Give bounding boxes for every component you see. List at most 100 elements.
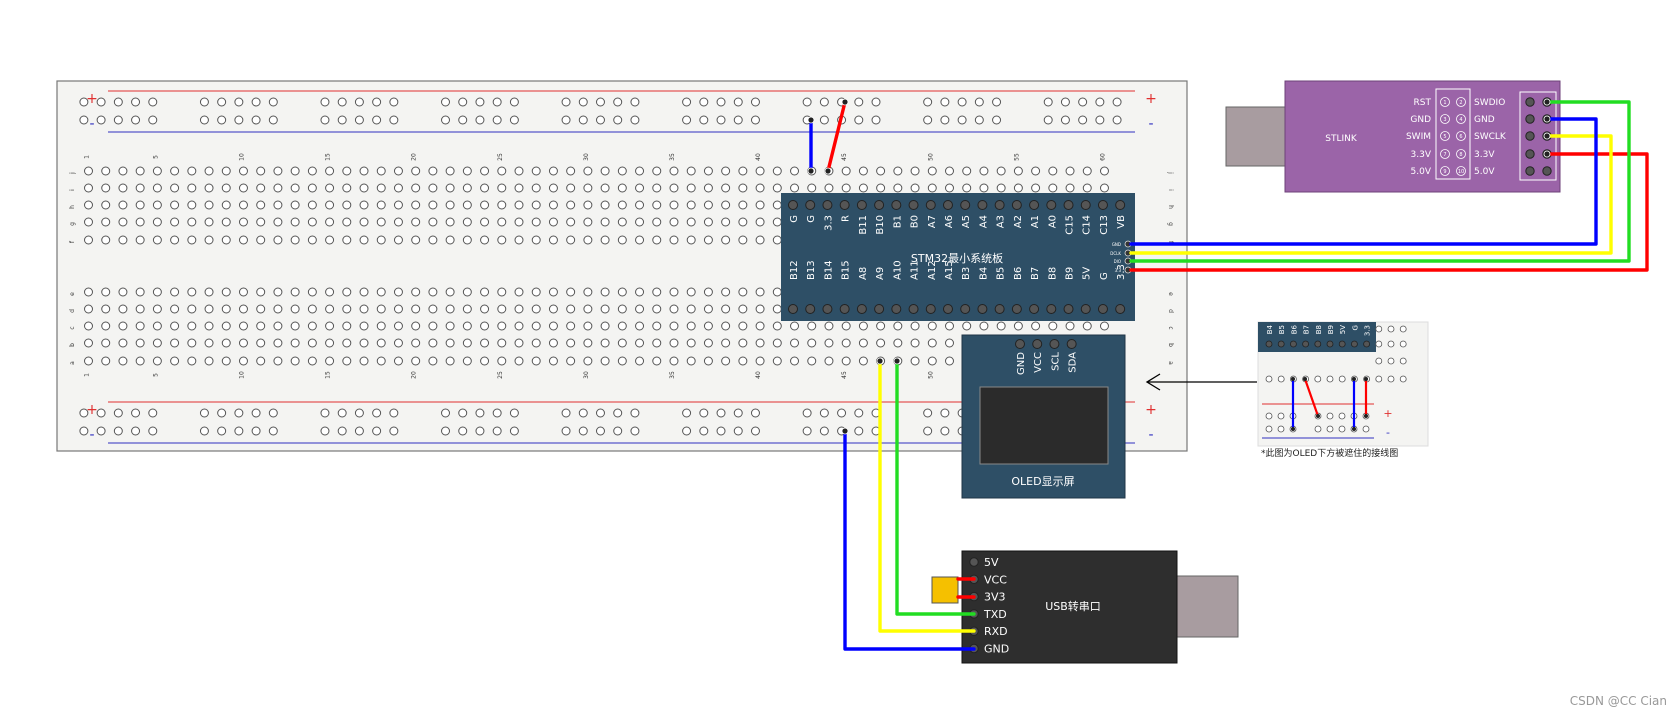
- rail-hole: [561, 97, 571, 107]
- breadboard-hole: [686, 183, 696, 193]
- breadboard-hole: [135, 217, 145, 227]
- breadboard-hole: [307, 166, 317, 176]
- rail-hole: [234, 426, 244, 436]
- breadboard-hole: [738, 200, 748, 210]
- rail-hole: [234, 97, 244, 107]
- rail-hole: [682, 426, 692, 436]
- breadboard-hole: [187, 183, 197, 193]
- stm32-bottom-pin-label: B6: [1013, 267, 1024, 280]
- stlink-module: STLINK RSTGNDSWIM3.3V5.0VSWDIOGNDSWCLK3.…: [1225, 80, 1561, 193]
- breadboard-hole: [170, 217, 180, 227]
- rail-hole: [337, 97, 347, 107]
- breadboard-hole: [669, 287, 679, 297]
- breadboard-hole: [204, 183, 214, 193]
- rail-hole: [148, 97, 158, 107]
- stm32-top-pin-label: A2: [1013, 215, 1024, 228]
- column-number-top: 25: [497, 153, 504, 161]
- breadboard-hole: [755, 235, 765, 245]
- breadboard-hole: [514, 235, 524, 245]
- stm32-bottom-pin: [908, 304, 919, 314]
- stlink-pin-number-marker: [1440, 114, 1450, 124]
- rail-hole: [199, 115, 209, 125]
- breadboard-hole: [531, 183, 541, 193]
- inset-pin-label: G: [1351, 325, 1359, 330]
- breadboard-hole: [428, 217, 438, 227]
- column-number-bottom: 35: [669, 371, 676, 379]
- breadboard-hole: [996, 321, 1006, 331]
- wire-txd-green: [895, 359, 976, 616]
- stlink-header-pin: [1525, 97, 1535, 107]
- rail-hole: [802, 97, 812, 107]
- breadboard-hole: [290, 166, 300, 176]
- stm32-top-pin: [1063, 200, 1074, 210]
- wire-gnd-blue: [843, 429, 976, 651]
- breadboard-hole: [462, 287, 472, 297]
- breadboard-hole: [652, 200, 662, 210]
- rail-hole: [389, 408, 399, 418]
- stm32-top-pin: [908, 200, 919, 210]
- breadboard-hole: [135, 321, 145, 331]
- breadboard-hole: [84, 287, 93, 297]
- breadboard-hole: [583, 338, 593, 348]
- breadboard-hole: [566, 200, 576, 210]
- inset-arrow: [1145, 373, 1257, 391]
- breadboard-hole: [600, 200, 610, 210]
- stm32-bottom-pin-label: B5: [996, 267, 1007, 280]
- breadboard-hole: [428, 321, 438, 331]
- rail-hole: [630, 97, 640, 107]
- inset-pin-label: B9: [1327, 325, 1335, 334]
- breadboard-hole: [669, 200, 679, 210]
- rail-hole: [268, 97, 278, 107]
- breadboard-hole: [548, 217, 558, 227]
- rail-hole: [940, 408, 950, 418]
- inset-hole: [1375, 375, 1383, 383]
- breadboard-hole: [566, 356, 576, 366]
- breadboard-hole: [531, 200, 541, 210]
- rail-hole: [234, 408, 244, 418]
- breadboard-hole: [359, 338, 369, 348]
- breadboard-hole: [635, 287, 645, 297]
- stm32-top-pin-label: B10: [875, 215, 886, 235]
- rail-hole: [923, 97, 933, 107]
- breadboard-hole: [910, 321, 920, 331]
- breadboard-hole: [669, 304, 679, 314]
- breadboard-hole: [721, 338, 731, 348]
- inset-hole: [1399, 325, 1407, 333]
- breadboard-hole: [531, 287, 541, 297]
- stm32-bottom-pin: [1029, 304, 1040, 314]
- breadboard-hole: [703, 287, 713, 297]
- rail-hole: [699, 408, 709, 418]
- breadboard-hole: [411, 235, 421, 245]
- breadboard-hole: [945, 183, 954, 193]
- rail-hole: [458, 426, 468, 436]
- inset-pin-label: B8: [1315, 325, 1323, 334]
- breadboard-hole: [325, 287, 335, 297]
- breadboard-hole: [772, 217, 782, 227]
- breadboard-hole: [583, 217, 593, 227]
- breadboard-hole: [1048, 183, 1058, 193]
- usb-serial-pin: [969, 557, 979, 567]
- breadboard-hole: [342, 200, 352, 210]
- stm32-top-pin: [805, 200, 816, 210]
- rail-hole: [475, 408, 485, 418]
- inset-wire-end: [1291, 427, 1295, 431]
- rail-hole: [750, 115, 760, 125]
- oled-pin-label: SCL: [1050, 352, 1061, 371]
- rail-hole: [819, 97, 829, 107]
- breadboard-hole: [325, 166, 335, 176]
- breadboard-hole: [514, 166, 524, 176]
- inset-hole: [1277, 375, 1285, 383]
- breadboard-hole: [600, 356, 610, 366]
- breadboard-hole: [772, 166, 782, 176]
- row-letter-right: i: [1167, 189, 1174, 191]
- breadboard-hole: [566, 183, 576, 193]
- column-number-bottom: 1: [84, 373, 91, 377]
- rail-hole: [251, 115, 261, 125]
- inset-wire-red: [1303, 377, 1320, 418]
- breadboard-hole: [1082, 166, 1092, 176]
- rail-hole: [854, 97, 864, 107]
- breadboard-hole: [84, 166, 93, 176]
- breadboard-hole: [497, 200, 507, 210]
